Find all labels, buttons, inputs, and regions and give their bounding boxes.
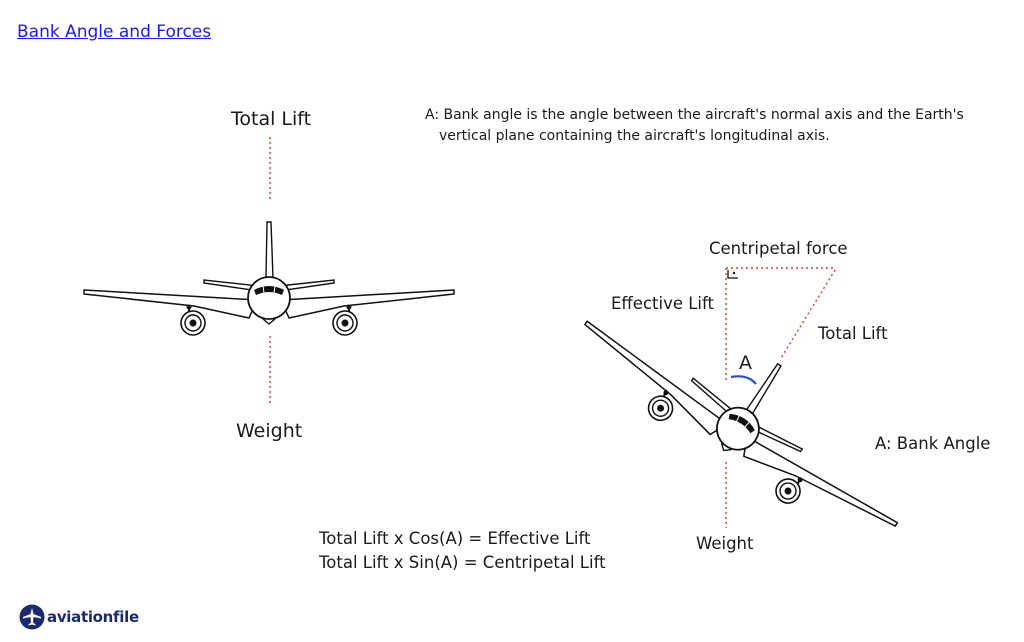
centripetal-force-label: Centripetal force	[709, 239, 848, 258]
right-angle-marker	[727, 270, 738, 279]
bank-angle-arc	[730, 375, 757, 385]
banked-total-lift-label: Total Lift	[818, 324, 888, 343]
total-lift-vector	[780, 269, 836, 359]
aviationfile-logo: aviationfile	[19, 604, 139, 630]
level-weight-label: Weight	[236, 420, 303, 442]
effective-lift-formula: Total Lift x Cos(A) = Effective Lift	[319, 529, 591, 548]
level-aircraft-illustration	[84, 222, 454, 335]
airplane-logo-icon	[19, 604, 45, 630]
title-link[interactable]: Bank Angle and Forces	[17, 22, 212, 42]
banked-weight-label: Weight	[696, 534, 754, 553]
bank-angle-legend: A: Bank Angle	[875, 434, 991, 453]
brand-name: aviationfile	[47, 608, 139, 626]
bank-angle-definition-line2: vertical plane containing the aircraft's…	[439, 128, 830, 144]
bank-angle-definition-line1: A: Bank angle is the angle between the a…	[425, 107, 964, 123]
centripetal-lift-formula: Total Lift x Sin(A) = Centripetal Lift	[319, 553, 606, 572]
level-total-lift-label: Total Lift	[231, 108, 312, 130]
angle-a-label: A	[739, 352, 752, 374]
effective-lift-label: Effective Lift	[611, 294, 714, 313]
